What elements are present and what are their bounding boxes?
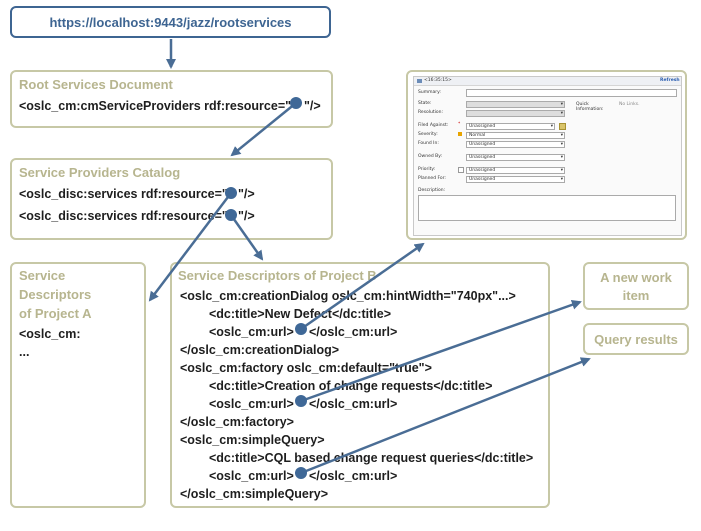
project-b-box <box>170 262 550 508</box>
priority-icon <box>458 167 464 173</box>
pb-factory-url-open: <oslc_cm:url> <box>209 397 294 411</box>
form-resolution-select[interactable] <box>466 110 565 117</box>
pb-factory-title: <dc:title>Creation of change requests</d… <box>209 379 493 393</box>
connector-dot-catalog-1 <box>225 187 237 199</box>
new-work-item-line2: item <box>622 288 650 303</box>
catalog-line1-post: "/> <box>238 187 255 201</box>
rootservices-url-box: https://localhost:9443/jazz/rootservices <box>10 6 331 38</box>
arrow-catalog-to-project-a <box>148 192 232 302</box>
arrow-query-to-results <box>300 357 591 475</box>
severity-icon <box>458 132 462 136</box>
form-header-icon <box>417 79 422 83</box>
project-a-code-2: ... <box>19 345 30 359</box>
connector-dot-root <box>290 97 302 109</box>
connector-dot-catalog-2 <box>225 209 237 221</box>
connector-dot-creation-url <box>295 323 307 335</box>
catalog-title: Service Providers Catalog <box>19 165 181 180</box>
project-a-code-1: <oslc_cm: <box>19 327 81 341</box>
new-work-item-box <box>583 262 689 310</box>
project-a-title-1: Service <box>19 268 66 283</box>
pb-query-url-close: </oslc_cm:url> <box>309 469 398 483</box>
form-planned-for-label: Planned For: <box>418 176 446 181</box>
form-state-select[interactable] <box>466 101 565 108</box>
form-filed-against-label: Filed Against: <box>418 123 449 128</box>
arrow-catalog-to-project-b <box>229 214 264 261</box>
form-owned-by-label: Owned By: <box>418 154 443 159</box>
form-found-in-label: Found In: <box>418 141 439 146</box>
pb-factory-url-close: </oslc_cm:url> <box>309 397 398 411</box>
form-refresh-link[interactable]: Refresh <box>660 78 680 83</box>
form-severity-select[interactable]: Normal <box>466 132 565 139</box>
pb-creation-url-close: </oslc_cm:url> <box>309 325 398 339</box>
pb-creation-url-open: <oslc_cm:url> <box>209 325 294 339</box>
project-a-title-2: Descriptors <box>19 287 92 302</box>
project-a-box <box>10 262 146 508</box>
rootservices-url: https://localhost:9443/jazz/rootservices <box>49 14 292 30</box>
pb-query-open: <oslc_cm:simpleQuery> <box>180 433 325 447</box>
query-results-label: Query results <box>594 332 678 347</box>
catalog-line1-pre: <oslc_disc:services rdf:resource=" <box>19 187 228 201</box>
form-summary-input[interactable] <box>466 89 677 97</box>
form-planned-for-select[interactable]: Unassigned <box>466 176 565 183</box>
form-quick-info-label-2: Information: <box>576 107 604 112</box>
form-quick-info-label: Quick <box>576 102 589 107</box>
form-priority-select[interactable]: Unassigned <box>466 167 565 174</box>
project-b-title: Service Descriptors of Project B <box>178 268 377 283</box>
form-description-textarea[interactable] <box>418 195 676 221</box>
project-a-title-3: of Project A <box>19 306 92 321</box>
form-filed-against-icon[interactable] <box>559 123 566 130</box>
root-services-box <box>10 70 333 128</box>
root-services-line1-pre: <oslc_cm:cmServiceProviders rdf:resource… <box>19 99 292 113</box>
pb-query-title: <dc:title>CQL based change request queri… <box>209 451 534 465</box>
connector-dot-query-url <box>295 467 307 479</box>
form-filed-against-select[interactable]: Unassigned <box>466 123 555 130</box>
form-state-label: State: <box>418 101 432 106</box>
query-results-box <box>583 323 689 355</box>
root-services-title: Root Services Document <box>19 77 173 92</box>
form-header-id: <16:35:15> <box>424 78 452 83</box>
connector-dot-factory-url <box>295 395 307 407</box>
form-owned-by-select[interactable]: Unassigned <box>466 154 565 161</box>
catalog-line2-pre: <oslc_disc:services rdf:resource=" <box>19 209 228 223</box>
pb-factory-open: <oslc_cm:factory oslc_cm:default="true"> <box>180 361 432 375</box>
new-work-item-line1: A new work <box>600 270 672 285</box>
catalog-line2-post: "/> <box>238 209 255 223</box>
form-description-label: Description: <box>418 188 446 193</box>
catalog-box <box>10 158 333 240</box>
form-found-in-select[interactable]: Unassigned <box>466 141 565 148</box>
pb-query-close: </oslc_cm:simpleQuery> <box>180 487 328 501</box>
form-priority-label: Priority: <box>418 167 436 172</box>
arrow-factory-to-work-item <box>300 299 582 403</box>
pb-creation-title: <dc:title>New Defect</dc:title> <box>209 307 392 321</box>
form-resolution-label: Resolution: <box>418 110 444 115</box>
arrow-dialog-to-form <box>300 242 425 331</box>
form-no-links: No Links. <box>619 102 640 107</box>
form-severity-label: Severity: <box>418 132 438 137</box>
pb-creation-dialog-close: </oslc_cm:creationDialog> <box>180 343 340 357</box>
arrow-root-to-catalog <box>230 102 297 157</box>
pb-query-url-open: <oslc_cm:url> <box>209 469 294 483</box>
work-item-form-thumbnail: <16:35:15> Refresh Summary: State: Resol… <box>406 70 687 240</box>
work-item-form: <16:35:15> Refresh Summary: State: Resol… <box>413 76 682 236</box>
form-required-star: * <box>458 122 461 127</box>
form-header-bar <box>414 77 681 86</box>
root-services-line1-post: "/> <box>304 99 321 113</box>
form-summary-label: Summary: <box>418 90 441 95</box>
pb-factory-close: </oslc_cm:factory> <box>180 415 294 429</box>
